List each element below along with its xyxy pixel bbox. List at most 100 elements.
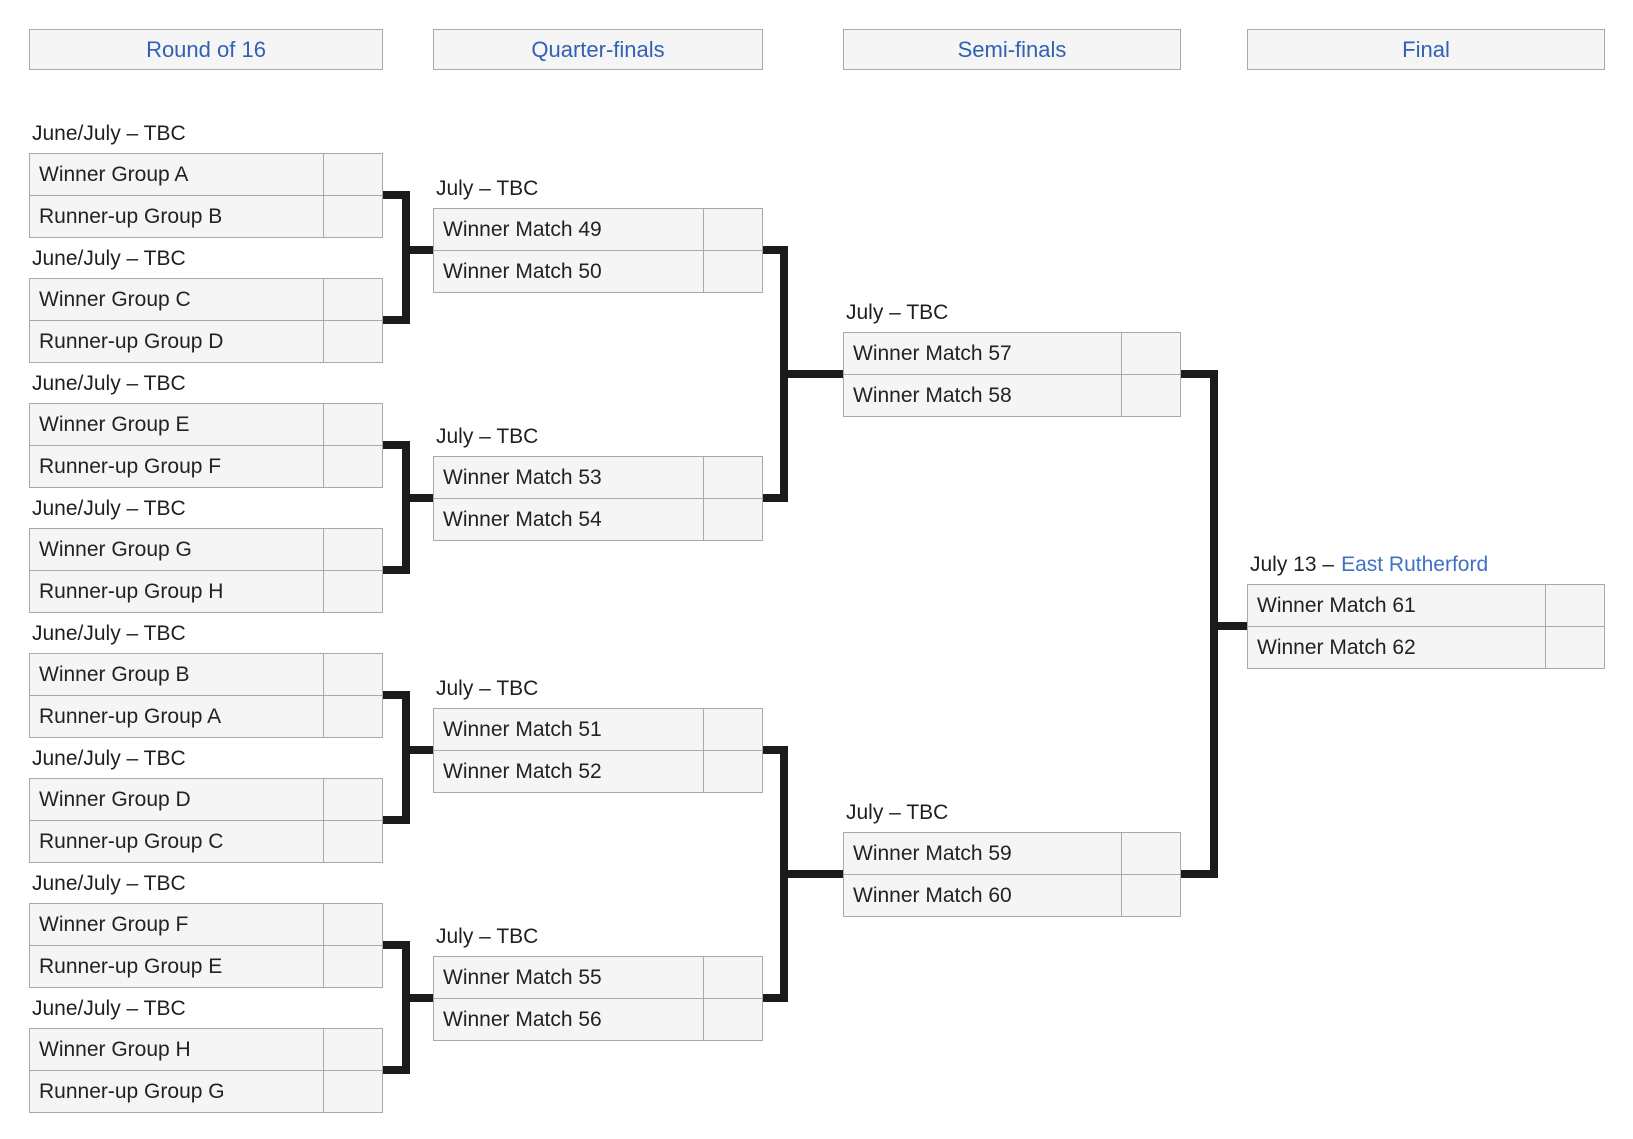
match-date-label: June/July – TBC <box>32 119 186 149</box>
venue-link[interactable]: East Rutherford <box>1341 553 1489 576</box>
match-box: Winner Match 61 Winner Match 62 <box>1247 584 1605 669</box>
match-date: July – TBC <box>436 177 539 200</box>
match-box: Winner Match 51 Winner Match 52 <box>433 708 763 793</box>
team-slot: Runner-up Group B <box>30 196 382 237</box>
team-slot: Winner Match 54 <box>434 499 762 540</box>
score-cell <box>323 321 382 362</box>
header-round-of-16: Round of 16 <box>29 29 383 70</box>
match-date: June/July – TBC <box>32 497 186 520</box>
match-date: June/July – TBC <box>32 122 186 145</box>
team-name: Winner Group C <box>39 288 191 311</box>
team-slot: Runner-up Group F <box>30 446 382 487</box>
match-date: July – TBC <box>436 677 539 700</box>
team-slot: Winner Match 50 <box>434 251 762 292</box>
team-slot: Winner Match 60 <box>844 875 1180 916</box>
team-slot: Winner Match 53 <box>434 457 762 499</box>
match-box: Winner Match 59 Winner Match 60 <box>843 832 1181 917</box>
score-cell <box>323 779 382 820</box>
team-slot: Winner Match 58 <box>844 375 1180 416</box>
team-name: Winner Match 62 <box>1257 636 1416 659</box>
bracket-connector <box>1210 622 1247 630</box>
team-slot: Runner-up Group G <box>30 1071 382 1112</box>
match-box: Winner Group E Runner-up Group F <box>29 403 383 488</box>
match-box: Winner Group C Runner-up Group D <box>29 278 383 363</box>
team-name: Runner-up Group E <box>39 955 223 978</box>
team-name: Winner Match 55 <box>443 966 602 989</box>
team-name: Runner-up Group B <box>39 205 223 228</box>
match-date: July – TBC <box>846 801 949 824</box>
team-name: Winner Group H <box>39 1038 191 1061</box>
team-slot: Runner-up Group E <box>30 946 382 987</box>
bracket-connector <box>383 191 410 199</box>
bracket-connector <box>780 870 843 878</box>
match-date: June/July – TBC <box>32 747 186 770</box>
match-date-label: June/July – TBC <box>32 369 186 399</box>
team-name: Runner-up Group G <box>39 1080 225 1103</box>
score-cell <box>1121 833 1180 874</box>
team-slot: Winner Match 49 <box>434 209 762 251</box>
match-box: Winner Group G Runner-up Group H <box>29 528 383 613</box>
team-name: Winner Match 52 <box>443 760 602 783</box>
bracket-connector <box>383 691 410 699</box>
bracket-connector <box>402 994 433 1002</box>
bracket-connector <box>780 370 843 378</box>
match-box: Winner Group D Runner-up Group C <box>29 778 383 863</box>
score-cell <box>703 251 762 292</box>
match-date-label: July – TBC <box>846 798 948 828</box>
bracket-connector <box>402 441 410 574</box>
bracket-connector <box>383 816 410 824</box>
score-cell <box>323 1071 382 1112</box>
team-slot: Winner Match 55 <box>434 957 762 999</box>
team-name: Runner-up Group D <box>39 330 224 353</box>
bracket-connector <box>1181 870 1218 878</box>
score-cell <box>323 529 382 570</box>
bracket-connector <box>383 441 410 449</box>
team-slot: Winner Group G <box>30 529 382 571</box>
match-date: July – TBC <box>436 425 539 448</box>
team-name: Winner Match 60 <box>853 884 1012 907</box>
team-slot: Winner Match 56 <box>434 999 762 1040</box>
match-date-label: June/July – TBC <box>32 994 186 1024</box>
match-date-label: July – TBC <box>436 922 538 952</box>
team-slot: Runner-up Group H <box>30 571 382 612</box>
team-name: Winner Match 51 <box>443 718 602 741</box>
team-slot: Runner-up Group A <box>30 696 382 737</box>
team-slot: Winner Group F <box>30 904 382 946</box>
match-date-label: July – TBC <box>436 422 538 452</box>
team-name: Runner-up Group H <box>39 580 224 603</box>
bracket-connector <box>402 941 410 1074</box>
team-name: Winner Group G <box>39 538 192 561</box>
score-cell <box>1545 627 1604 668</box>
score-cell <box>703 957 762 998</box>
team-slot: Winner Group B <box>30 654 382 696</box>
team-slot: Winner Match 61 <box>1248 585 1604 627</box>
match-box: Winner Group H Runner-up Group G <box>29 1028 383 1113</box>
match-date-label: July – TBC <box>846 298 948 328</box>
match-date: June/July – TBC <box>32 372 186 395</box>
match-date: June/July – TBC <box>32 247 186 270</box>
score-cell <box>323 654 382 695</box>
score-cell <box>1545 585 1604 626</box>
team-name: Runner-up Group C <box>39 830 224 853</box>
team-slot: Winner Group D <box>30 779 382 821</box>
team-name: Winner Group F <box>39 913 189 936</box>
score-cell <box>703 209 762 250</box>
match-date-label: June/July – TBC <box>32 619 186 649</box>
team-name: Runner-up Group F <box>39 455 222 478</box>
score-cell <box>1121 333 1180 374</box>
match-date-label: June/July – TBC <box>32 244 186 274</box>
team-slot: Winner Match 57 <box>844 333 1180 375</box>
team-name: Winner Match 59 <box>853 842 1012 865</box>
match-date: July – TBC <box>846 301 949 324</box>
score-cell <box>323 946 382 987</box>
match-date: June/July – TBC <box>32 872 186 895</box>
bracket-connector <box>383 566 410 574</box>
team-slot: Winner Group E <box>30 404 382 446</box>
team-name: Winner Match 49 <box>443 218 602 241</box>
team-slot: Winner Match 52 <box>434 751 762 792</box>
team-name: Winner Group E <box>39 413 190 436</box>
score-cell <box>323 571 382 612</box>
